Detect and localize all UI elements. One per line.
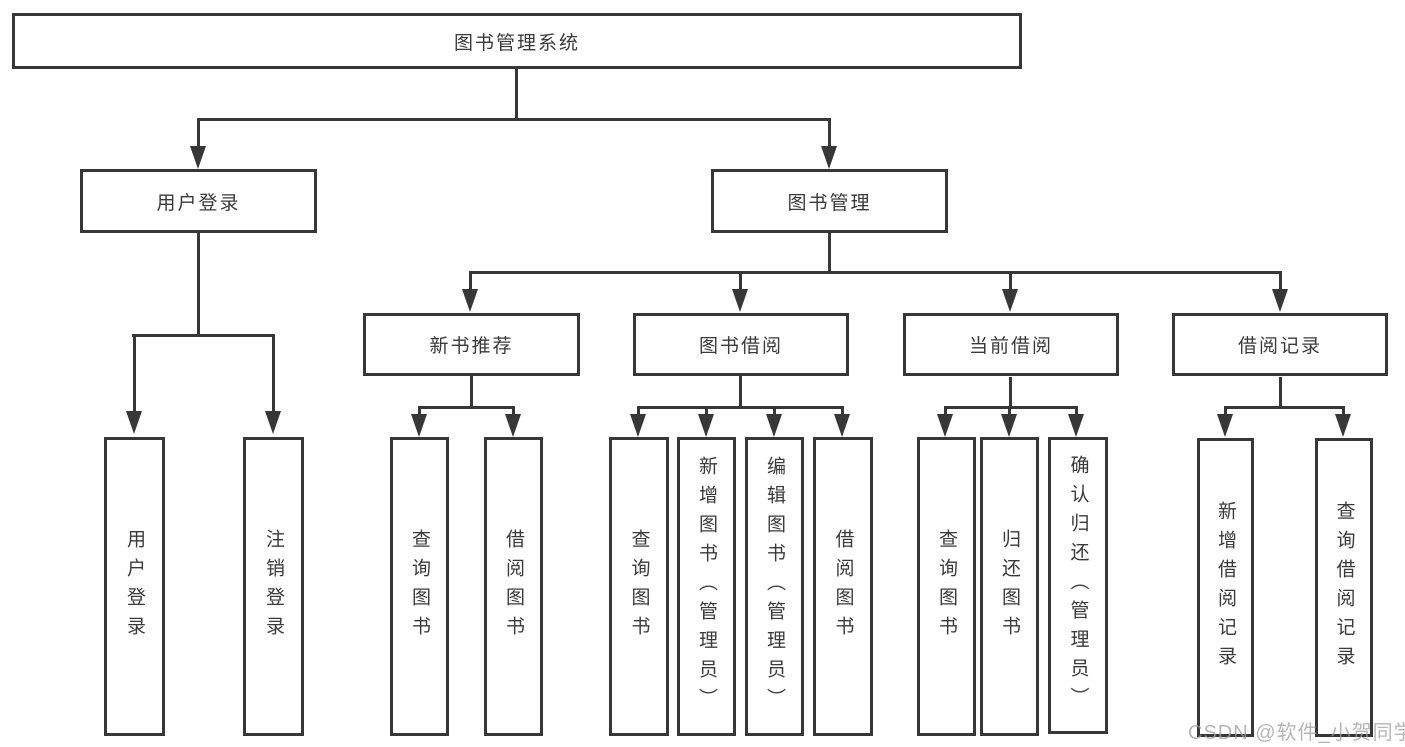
connector-line xyxy=(197,233,200,337)
arrow-down-icon xyxy=(1001,414,1017,437)
connector-line xyxy=(515,68,518,120)
arrow-down-icon xyxy=(698,414,714,437)
node-borrowing-borrow-book: 借阅图书 xyxy=(813,437,873,736)
node-confirm-return-admin: 确认归还（管理员） xyxy=(1048,437,1108,734)
connector-line xyxy=(1279,377,1282,408)
connector-line xyxy=(1009,273,1012,291)
arrow-down-icon xyxy=(821,146,837,169)
connector-line xyxy=(469,273,472,291)
node-book-management: 图书管理 xyxy=(711,169,948,233)
connector-line xyxy=(1075,408,1078,416)
arrow-down-icon xyxy=(126,411,142,434)
connector-line xyxy=(1009,377,1012,408)
node-newbook-query-book: 查询图书 xyxy=(390,437,449,736)
arrow-down-icon xyxy=(937,414,953,437)
node-add-borrow-record: 新增借阅记录 xyxy=(1197,438,1254,737)
node-current-query-book: 查询图书 xyxy=(917,437,976,736)
connector-line xyxy=(1224,408,1227,416)
connector-line xyxy=(828,120,831,148)
connector-line xyxy=(773,408,776,416)
arrow-down-icon xyxy=(1002,289,1018,312)
arrow-down-icon xyxy=(411,414,427,437)
connector-line xyxy=(272,336,275,413)
connector-line xyxy=(469,271,1282,274)
connector-line xyxy=(705,408,708,416)
connector-line xyxy=(418,408,421,416)
connector-line xyxy=(1342,408,1345,416)
arrow-down-icon xyxy=(505,414,521,437)
connector-line xyxy=(132,334,275,337)
node-root: 图书管理系统 xyxy=(12,13,1022,69)
connector-line xyxy=(1279,273,1282,291)
connector-line xyxy=(637,406,844,409)
node-query-borrow-record: 查询借阅记录 xyxy=(1315,438,1373,737)
node-book-borrowing: 图书借阅 xyxy=(633,313,849,376)
connector-line xyxy=(739,376,742,408)
connector-line xyxy=(197,118,831,121)
arrow-down-icon xyxy=(462,289,478,312)
connector-line xyxy=(1008,408,1011,416)
connector-line xyxy=(418,406,515,409)
connector-line xyxy=(637,408,640,416)
arrow-down-icon xyxy=(766,414,782,437)
node-new-book-recommend: 新书推荐 xyxy=(363,313,580,376)
connector-line xyxy=(197,120,200,148)
connector-line xyxy=(828,233,831,273)
node-borrow-records: 借阅记录 xyxy=(1172,313,1388,376)
arrow-down-icon xyxy=(1272,289,1288,312)
arrow-down-icon xyxy=(834,414,850,437)
connector-line xyxy=(1224,406,1345,409)
node-current-borrowing: 当前借阅 xyxy=(903,313,1119,376)
connector-line xyxy=(470,376,473,408)
arrow-down-icon xyxy=(1217,414,1233,437)
node-borrowing-edit-book-admin: 编辑图书（管理员） xyxy=(745,437,804,736)
node-borrowing-add-book-admin: 新增图书（管理员） xyxy=(677,437,736,736)
arrow-down-icon xyxy=(190,146,206,169)
connector-line xyxy=(841,408,844,416)
arrow-down-icon xyxy=(1335,414,1351,437)
connector-line xyxy=(512,408,515,416)
node-borrowing-query-book: 查询图书 xyxy=(609,437,669,736)
node-user-login: 用户登录 xyxy=(80,169,317,233)
node-logout-action: 注销登录 xyxy=(243,437,304,736)
connector-line xyxy=(133,336,136,413)
connector-line xyxy=(739,273,742,291)
node-user-login-action: 用户登录 xyxy=(104,437,165,736)
arrow-down-icon xyxy=(630,414,646,437)
arrow-down-icon xyxy=(732,289,748,312)
node-newbook-borrow-book: 借阅图书 xyxy=(484,437,543,736)
node-return-book: 归还图书 xyxy=(980,437,1039,736)
arrow-down-icon xyxy=(1068,414,1084,437)
connector-line xyxy=(944,408,947,416)
arrow-down-icon xyxy=(265,411,281,434)
connector-line xyxy=(944,406,1078,409)
watermark: CSDN @软件_小贺同学 xyxy=(1188,722,1405,744)
